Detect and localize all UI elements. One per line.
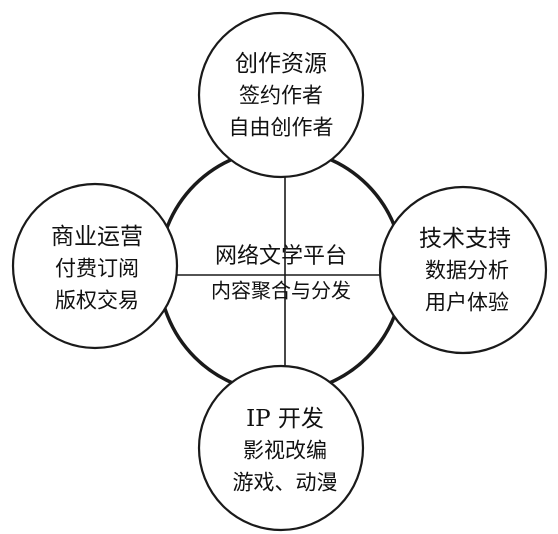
node-bottom: IP 开发 影视改编 游戏、动漫 <box>197 364 365 532</box>
node-bottom-line1: 影视改编 <box>243 439 327 463</box>
node-bottom-line2: 游戏、动漫 <box>233 471 338 495</box>
node-top-line1: 签约作者 <box>239 84 323 108</box>
node-left-title: 商业运营 <box>51 224 143 250</box>
center-circle <box>157 147 405 395</box>
node-top-title: 创作资源 <box>235 51 327 77</box>
node-left-line2: 版权交易 <box>55 289 139 313</box>
node-right-line2: 用户体验 <box>425 291 509 315</box>
node-left: 商业运营 付费订阅 版权交易 <box>11 182 179 350</box>
node-top-circle <box>197 11 365 179</box>
node-bottom-circle <box>197 364 365 532</box>
center-subtitle: 内容聚合与分发 <box>211 279 351 303</box>
node-top: 创作资源 签约作者 自由创作者 <box>197 11 365 179</box>
node-left-line1: 付费订阅 <box>55 257 139 281</box>
node-right-title: 技术支持 <box>419 226 511 252</box>
node-right: 技术支持 数据分析 用户体验 <box>378 185 548 355</box>
center-title: 网络文学平台 <box>215 244 347 269</box>
node-bottom-title: IP 开发 <box>246 406 324 432</box>
node-right-line1: 数据分析 <box>425 259 509 283</box>
node-left-circle <box>11 182 179 350</box>
node-right-circle <box>378 185 548 355</box>
node-top-line2: 自由创作者 <box>229 116 334 140</box>
